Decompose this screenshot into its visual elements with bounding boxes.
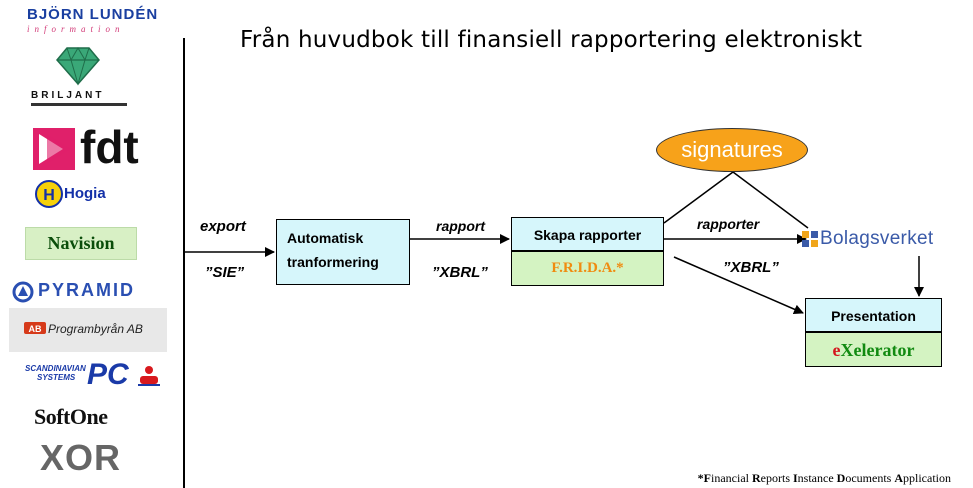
line-signatures-bolag [732,171,809,229]
briljant-underline [31,103,127,106]
logo-divider-line [183,38,185,488]
xbrl-label-2: ”XBRL” [723,259,779,276]
scandinavian-line2: SYSTEMS [37,373,76,382]
pyramid-logo-text: PYRAMID [38,280,136,300]
rapport-label: rapport [436,218,485,234]
bolagsverket-logo-icon [802,231,818,247]
scandinavian-pc-text: PC [87,358,129,391]
scandinavian-systems-text: SCANDINAVIAN SYSTEMS [25,364,86,382]
exelerator-box: eXelerator [805,332,942,367]
frida-box: F.R.I.D.A.* [511,251,664,286]
line-skapa-signatures [663,171,734,224]
programbyran-logo-text: Programbyrån AB [48,322,143,336]
hogia-logo-icon: H [35,180,63,208]
programbyran-logo-icon: AB [24,322,46,334]
navision-logo: Navision [25,227,137,260]
scandinavian-person-icon [138,366,160,386]
sie-label: ”SIE” [205,264,245,281]
exelerator-rest: Xelerator [840,340,915,360]
xor-logo: XOR [40,437,122,478]
page-title: Från huvudbok till finansiell rapporteri… [240,27,863,53]
bjorn-lunden-logo: BJÖRN LUNDÉN [27,6,159,23]
automatisk-tranformering-box: Automatisk tranformering [276,219,410,285]
presentation-box: Presentation [805,298,942,332]
softone-logo: SoftOne [34,404,108,429]
briljant-diamond-icon [56,47,100,86]
hogia-logo-text: Hogia [64,185,106,202]
signatures-ellipse: signatures [656,128,808,172]
rapporter-label: rapporter [697,216,760,232]
fdt-logo-icon [33,128,75,170]
frida-footnote: *Financial Reports Instance Documents Ap… [697,471,951,485]
briljant-logo-text: BRILJANT [31,90,105,101]
bjorn-lunden-subtitle: information [27,24,125,34]
svg-text:H: H [43,187,55,204]
xbrl-label-1: ”XBRL” [432,264,488,281]
export-label: export [200,218,246,235]
bolagsverket-logo-text: Bolagsverket [820,228,934,249]
fdt-logo-text: fdt [80,121,139,173]
scandinavian-line1: SCANDINAVIAN [25,364,86,373]
auto-box-line2: tranformering [287,254,379,270]
auto-box-line1: Automatisk [287,230,364,246]
pyramid-logo-icon [12,281,34,303]
exelerator-e: e [832,340,841,360]
arrow-xbrl-presentation [673,256,804,315]
skapa-rapporter-box: Skapa rapporter [511,217,664,251]
svg-text:AB: AB [29,324,42,334]
